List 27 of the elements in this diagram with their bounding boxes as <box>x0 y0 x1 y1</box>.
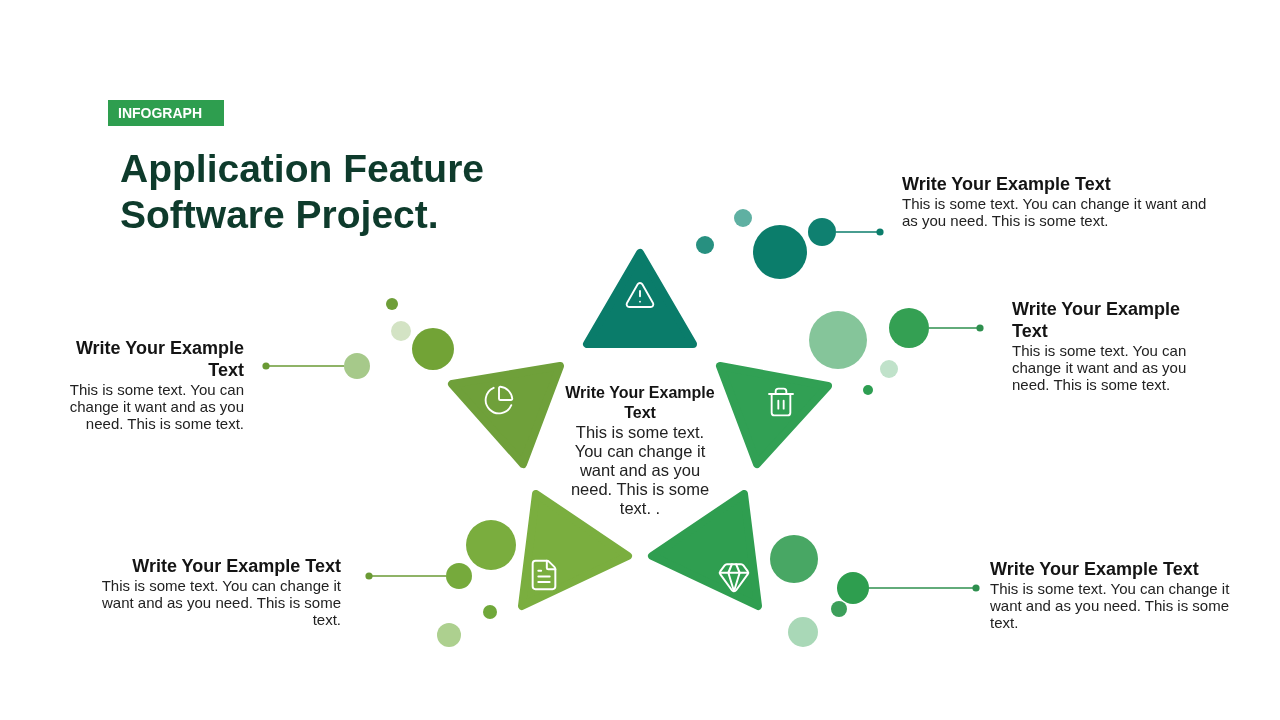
body-text: This is some text. You can change it want and as you need. This is some text. <box>100 577 341 628</box>
bubble <box>808 218 836 246</box>
title: Application Feature Software Project. <box>120 146 486 238</box>
heading: Write Your Example Text <box>1012 298 1182 342</box>
leader-line <box>262 362 345 370</box>
body-text: This is some text. You can change it want and as you need. This is some text. <box>902 195 1208 229</box>
star-point <box>715 361 833 469</box>
leader-line <box>835 228 884 236</box>
bubble <box>344 353 370 379</box>
leader-line <box>365 572 447 580</box>
leader-line <box>868 584 980 592</box>
body-text: This is some text. You can change it want and as you need. This is some text. <box>1012 342 1188 393</box>
body-text: This is some text. You can change it want and as you need. This is some text. . <box>569 423 711 518</box>
leader-line <box>928 324 984 332</box>
category-tag: INFOGRAPH <box>108 100 224 126</box>
heading: Write Your Example Text <box>74 337 244 381</box>
body-text: This is some text. You can change it want and as you need. This is some text. <box>990 580 1231 631</box>
bubble <box>889 308 929 348</box>
heading: Write Your Example Text <box>902 173 1112 195</box>
heading: Write Your Example Text <box>990 558 1200 580</box>
star-point <box>447 361 565 469</box>
heading: Write Your Example Text <box>131 555 341 577</box>
star-point <box>582 248 698 349</box>
bubble <box>446 563 472 589</box>
body-text: This is some text. You can change it want and as you need. This is some text. <box>68 381 244 432</box>
bubble <box>837 572 869 604</box>
heading: Write Your Example Text <box>564 383 716 423</box>
